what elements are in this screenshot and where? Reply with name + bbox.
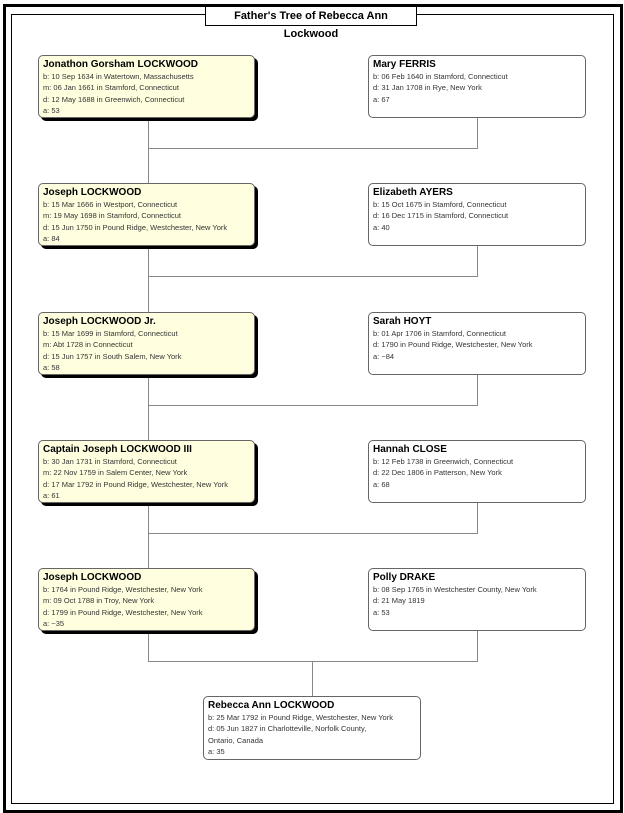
person-detail: b: 30 Jan 1731 in Stamford, Connecticut [43,457,177,466]
father-box[interactable]: Joseph LOCKWOOD b: 15 Mar 1666 in Westpor… [38,183,255,246]
person-detail: b: 15 Oct 1675 in Stamford, Connecticut [373,200,507,209]
connector-line [477,631,478,662]
mother-box[interactable]: Polly DRAKE b: 08 Sep 1765 in Westchester… [368,568,586,631]
person-detail: Ontario, Canada [208,735,264,745]
chart-title: Father's Tree of Rebecca Ann Lockwood [205,6,417,40]
connector-line [148,405,478,406]
person-detail: a: 58 [43,362,60,372]
connector-line [148,246,149,312]
father-box[interactable]: Captain Joseph LOCKWOOD III b: 30 Jan 173… [38,440,255,503]
person-detail: m: 06 Jan 1661 in Stamford, Connecticut [43,83,179,93]
person-detail: d: 15 Jun 1750 in Pound Ridge, Westchest… [43,222,228,232]
person-detail: b: 10 Sep 1634 in Watertown, Massachuset… [43,72,194,81]
person-detail: b: 1764 in Pound Ridge, Westchester, New… [43,585,203,594]
person-detail: d: 1790 in Pound Ridge, Westchester, New… [373,340,533,350]
person-detail: b: 15 Mar 1699 in Stamford, Connecticut [43,329,178,338]
person-detail: d: 16 Dec 1715 in Stamford, Connecticut [373,211,509,221]
person-detail: d: 12 May 1688 in Greenwich, Connecticut [43,94,185,104]
person-detail: a: 35 [208,746,225,756]
mother-box[interactable]: Hannah CLOSE b: 12 Feb 1738 in Greenwich,… [368,440,586,503]
person-detail: b: 12 Feb 1738 in Greenwich, Connecticut [373,457,514,466]
person-detail: b: 15 Mar 1666 in Westport, Connecticut [43,200,178,209]
person-detail: a: ~84 [373,351,395,361]
person-name: Joseph LOCKWOOD [43,187,142,198]
person-detail: a: 68 [373,479,390,489]
mother-box[interactable]: Mary FERRIS b: 06 Feb 1640 in Stamford, C… [368,55,586,118]
subject-box[interactable]: Rebecca Ann LOCKWOOD b: 25 Mar 1792 in Po… [203,696,421,760]
person-name: Elizabeth AYERS [373,187,453,198]
mother-box[interactable]: Elizabeth AYERS b: 15 Oct 1675 in Stamfor… [368,183,586,246]
person-name: Polly DRAKE [373,572,436,583]
outer-border [3,4,623,813]
person-detail: a: 61 [43,490,60,500]
connector-line [148,631,149,662]
connector-line [148,276,478,277]
person-detail: a: ~35 [43,618,65,628]
person-detail: a: 84 [43,233,60,243]
person-name: Sarah HOYT [373,316,432,327]
mother-box[interactable]: Sarah HOYT b: 01 Apr 1706 in Stamford, Co… [368,312,586,375]
connector-line [312,662,313,696]
person-detail: d: 17 Mar 1792 in Pound Ridge, Westchest… [43,479,228,489]
person-detail: d: 22 Dec 1806 in Patterson, New York [373,468,502,478]
person-detail: m: Abt 1728 in Connecticut [43,340,133,350]
person-detail: d: 05 Jun 1827 in Charlotteville, Norfol… [208,724,367,734]
father-box[interactable]: Joseph LOCKWOOD Jr. b: 15 Mar 1699 in Sta… [38,312,255,375]
person-detail: b: 25 Mar 1792 in Pound Ridge, Westchest… [208,713,393,722]
person-name: Mary FERRIS [373,59,436,70]
connector-line [477,375,478,406]
person-detail: a: 40 [373,222,390,232]
father-box[interactable]: Joseph LOCKWOOD b: 1764 in Pound Ridge, W… [38,568,255,631]
person-detail: d: 31 Jan 1708 in Rye, New York [373,83,482,93]
person-detail: b: 06 Feb 1640 in Stamford, Connecticut [373,72,508,81]
person-name: Hannah CLOSE [373,444,447,455]
connector-line [148,533,478,534]
person-detail: b: 08 Sep 1765 in Westchester County, Ne… [373,585,537,594]
person-name: Jonathon Gorsham LOCKWOOD [43,59,198,70]
connector-line [148,661,478,662]
person-name: Rebecca Ann LOCKWOOD [208,700,335,711]
person-detail: a: 67 [373,94,390,104]
person-detail: a: 53 [43,105,60,115]
connector-line [477,118,478,149]
person-name: Captain Joseph LOCKWOOD III [43,444,192,455]
connector-line [477,246,478,277]
person-detail: a: 53 [373,607,390,617]
connector-line [148,118,149,184]
connector-line [148,148,478,149]
person-name: Joseph LOCKWOOD Jr. [43,316,156,327]
person-detail: b: 01 Apr 1706 in Stamford, Connecticut [373,329,506,338]
connector-line [477,503,478,534]
person-detail: m: 09 Oct 1788 in Troy, New York [43,596,155,606]
person-detail: d: 1799 in Pound Ridge, Westchester, New… [43,607,203,617]
father-box[interactable]: Jonathon Gorsham LOCKWOOD b: 10 Sep 1634 … [38,55,255,118]
person-detail: m: 19 May 1698 in Stamford, Connecticut [43,211,181,221]
person-detail: d: 21 May 1819 [373,596,425,606]
connector-line [148,375,149,441]
person-detail: d: 15 Jun 1757 in South Salem, New York [43,351,182,361]
person-detail: m: 22 Nov 1759 in Salem Center, New York [43,468,188,478]
connector-line [148,503,149,569]
person-name: Joseph LOCKWOOD [43,572,142,583]
